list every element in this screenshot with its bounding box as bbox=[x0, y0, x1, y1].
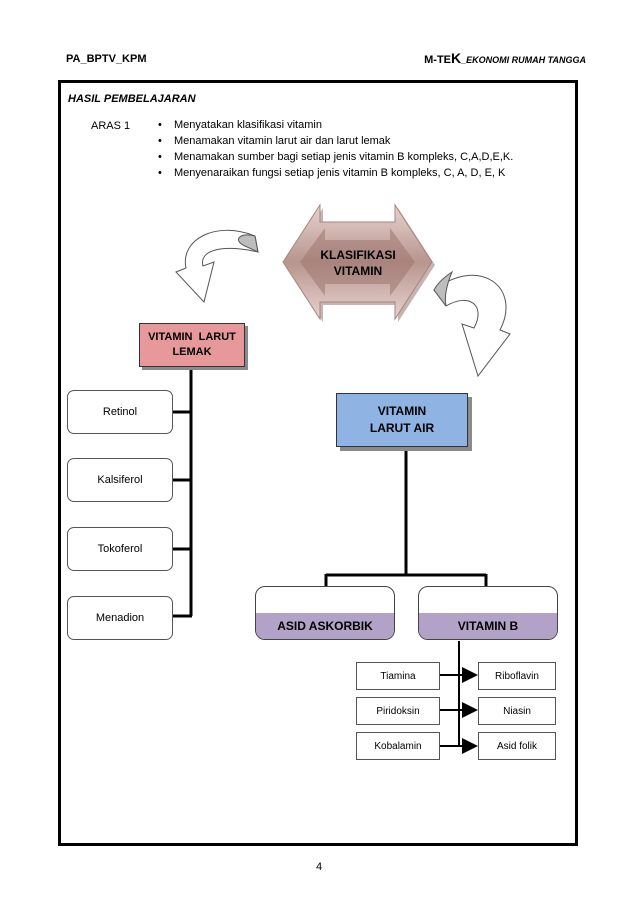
fat-item-tokoferol: Tokoferol bbox=[67, 527, 173, 571]
vitamin-b-niasin: Niasin bbox=[478, 697, 556, 725]
fat-item-kalsiferol: Kalsiferol bbox=[67, 458, 173, 502]
section-title: HASIL PEMBELAJARAN bbox=[68, 93, 196, 105]
page-frame bbox=[58, 80, 578, 846]
root-label-line2: VITAMIN bbox=[333, 264, 383, 278]
vitamin-b-connectors bbox=[426, 641, 478, 754]
outcome-list: Menyatakan klasifikasi vitamin Menamakan… bbox=[156, 117, 513, 181]
fat-connectors bbox=[173, 367, 193, 618]
fat-soluble-box: VITAMIN LARUT LEMAK bbox=[139, 323, 245, 367]
outcome-item: Menyatakan klasifikasi vitamin bbox=[156, 117, 513, 133]
vitamin-b-riboflavin: Riboflavin bbox=[478, 662, 556, 690]
fat-soluble-line1: VITAMIN LARUT bbox=[148, 331, 236, 343]
fat-item-menadion: Menadion bbox=[67, 596, 173, 640]
vitamin-b-tiamina: Tiamina bbox=[356, 662, 440, 690]
header-left: PA_BPTV_KPM bbox=[66, 53, 147, 65]
vitamin-b-piridoksin: Piridoksin bbox=[356, 697, 440, 725]
water-connectors bbox=[324, 447, 488, 586]
vitamin-b-kobalamin: Kobalamin bbox=[356, 732, 440, 760]
root-label: KLASIFIKASI VITAMIN bbox=[318, 247, 398, 279]
root-label-line1: KLASIFIKASI bbox=[320, 248, 396, 262]
outcome-item: Menamakan sumber bagi setiap jenis vitam… bbox=[156, 149, 513, 165]
outcome-item: Menyenaraikan fungsi setiap jenis vitami… bbox=[156, 165, 513, 181]
fat-item-retinol: Retinol bbox=[67, 390, 173, 434]
level-label: ARAS 1 bbox=[91, 120, 131, 132]
water-soluble-line2: LARUT AIR bbox=[369, 421, 435, 435]
outcome-item: Menamakan vitamin larut air dan larut le… bbox=[156, 133, 513, 149]
category-vitamin-b-label: VITAMIN B bbox=[419, 613, 557, 639]
curved-arrow-left bbox=[175, 229, 259, 304]
header-right-suffix: _EKONOMI RUMAH TANGGA bbox=[461, 55, 586, 65]
category-vitamin-b: VITAMIN B bbox=[418, 586, 558, 640]
fat-soluble-line2: LEMAK bbox=[172, 346, 212, 358]
water-soluble-line1: VITAMIN bbox=[377, 404, 427, 418]
header-right: M-TEK_EKONOMI RUMAH TANGGA bbox=[424, 50, 586, 66]
page-number: 4 bbox=[315, 861, 323, 873]
root-double-arrow bbox=[282, 203, 435, 322]
curved-arrow-right bbox=[433, 270, 511, 378]
header-right-big: K bbox=[451, 50, 462, 66]
category-asid-askorbik: ASID ASKORBIK bbox=[255, 586, 395, 640]
header-right-prefix: M-TE bbox=[424, 54, 452, 66]
vitamin-b-asid-folik: Asid folik bbox=[478, 732, 556, 760]
category-asid-askorbik-label: ASID ASKORBIK bbox=[256, 613, 394, 639]
water-soluble-box: VITAMIN LARUT AIR bbox=[336, 393, 468, 447]
